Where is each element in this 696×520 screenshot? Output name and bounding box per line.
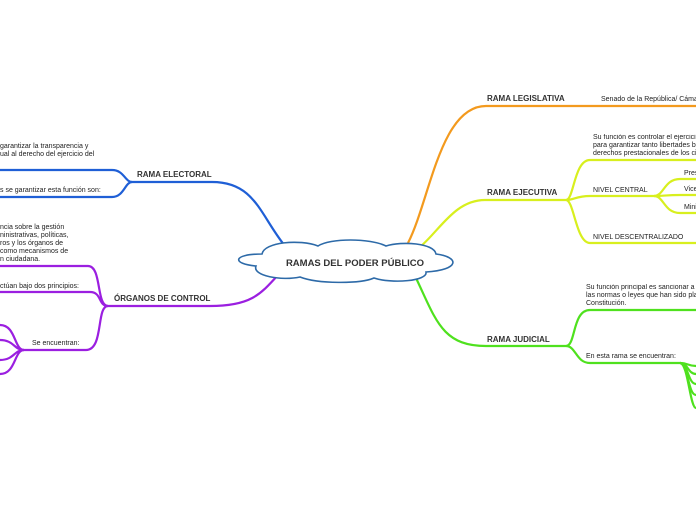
control-principles-text: ctúan bajo dos principios: bbox=[0, 283, 79, 290]
electoral-desc-text: garantizar la transparencia y ual al der… bbox=[0, 143, 95, 158]
node-vicepresidente[interactable]: Vice bbox=[684, 186, 696, 193]
node-rama-legislativa[interactable]: RAMA LEGISLATIVA bbox=[487, 94, 565, 103]
control-found-text: Se encuentran: bbox=[32, 340, 80, 347]
branch-judicial bbox=[415, 277, 696, 410]
legislativa-senado-text: Senado de la República/ Cáma bbox=[601, 96, 696, 103]
node-ministerios[interactable]: Mini bbox=[684, 204, 696, 211]
branch-electoral bbox=[0, 168, 286, 247]
center-cloud-shape bbox=[237, 239, 454, 284]
electoral-function-text: s se garantizar esta función son: bbox=[0, 187, 101, 194]
node-rama-judicial[interactable]: RAMA JUDICIAL bbox=[487, 335, 550, 344]
branch-control bbox=[0, 264, 279, 376]
control-desc-text: ncia sobre la gestión ninistrativas, pol… bbox=[0, 224, 69, 263]
node-rama-electoral[interactable]: RAMA ELECTORAL bbox=[137, 170, 212, 179]
judicial-desc-text: Su función principal es sancionar a las … bbox=[586, 284, 696, 307]
center-title[interactable]: RAMAS DEL PODER PÚBLICO bbox=[285, 258, 425, 269]
node-organos-control[interactable]: ÓRGANOS DE CONTROL bbox=[114, 294, 211, 303]
judicial-found-text: En esta rama se encuentran: bbox=[586, 353, 676, 360]
node-nivel-descentralizado[interactable]: NIVEL DESCENTRALIZADO bbox=[593, 234, 684, 241]
node-presidente[interactable]: Pres bbox=[684, 170, 696, 177]
node-nivel-central[interactable]: NIVEL CENTRAL bbox=[593, 187, 648, 194]
branch-legislativa bbox=[407, 104, 696, 244]
branch-ejecutiva bbox=[419, 158, 696, 248]
ejecutiva-desc-text: Su función es controlar el ejercici para… bbox=[593, 134, 696, 157]
node-rama-ejecutiva[interactable]: RAMA EJECUTIVA bbox=[487, 188, 558, 197]
